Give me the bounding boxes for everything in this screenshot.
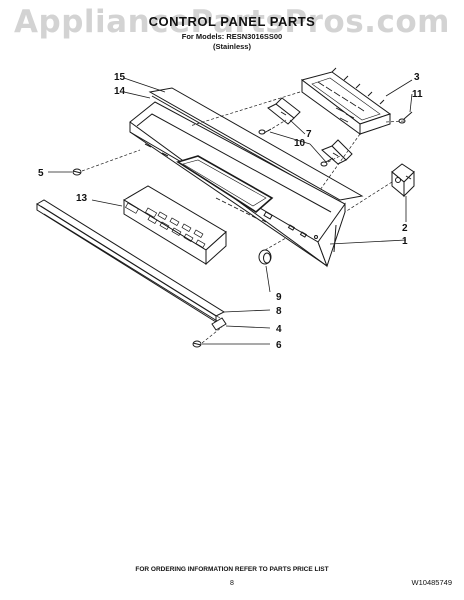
callout-13: 13: [76, 193, 88, 204]
page-title: CONTROL PANEL PARTS: [148, 14, 316, 29]
ordering-note: FOR ORDERING INFORMATION REFER TO PARTS …: [135, 566, 329, 573]
callout-4: 4: [276, 324, 282, 335]
callout-5: 5: [38, 168, 44, 179]
watermark-text: AppliancePartsPros.com: [14, 4, 450, 40]
callout-3: 3: [414, 72, 420, 83]
part-13-touchpad: [123, 185, 227, 266]
assembly-lines: [81, 91, 405, 344]
callout-8: 8: [276, 306, 282, 317]
callout-6: 6: [276, 340, 282, 351]
part-1-control-panel: [129, 101, 346, 268]
callout-7: 7: [306, 129, 312, 140]
document-code: W10485749: [411, 578, 452, 587]
callout-11: 11: [412, 89, 423, 100]
page-number: 8: [230, 580, 234, 587]
part-11-screw: [398, 111, 413, 124]
model-subtitle: For Models: RESN3016SS00: [181, 32, 283, 41]
callout-14: 14: [114, 86, 126, 97]
callout-15: 15: [114, 72, 126, 83]
part-6-screw: [192, 340, 202, 348]
callout-9: 9: [276, 292, 282, 303]
callout-10: 10: [294, 138, 306, 149]
callout-1: 1: [402, 236, 408, 247]
part-2-switch: [391, 163, 415, 198]
part-10-screw-top: [258, 128, 272, 135]
finish-subtitle: (Stainless): [213, 42, 251, 51]
part-5-screw: [72, 168, 82, 176]
part-9-knob: [258, 249, 272, 265]
callout-2: 2: [402, 223, 408, 234]
leader-lines: [48, 77, 413, 345]
part-3-control-board: [300, 67, 392, 135]
part-10-screw-bottom: [320, 157, 334, 167]
part-7-bracket-top: [267, 97, 301, 125]
part-4-end-clip: [211, 317, 227, 331]
